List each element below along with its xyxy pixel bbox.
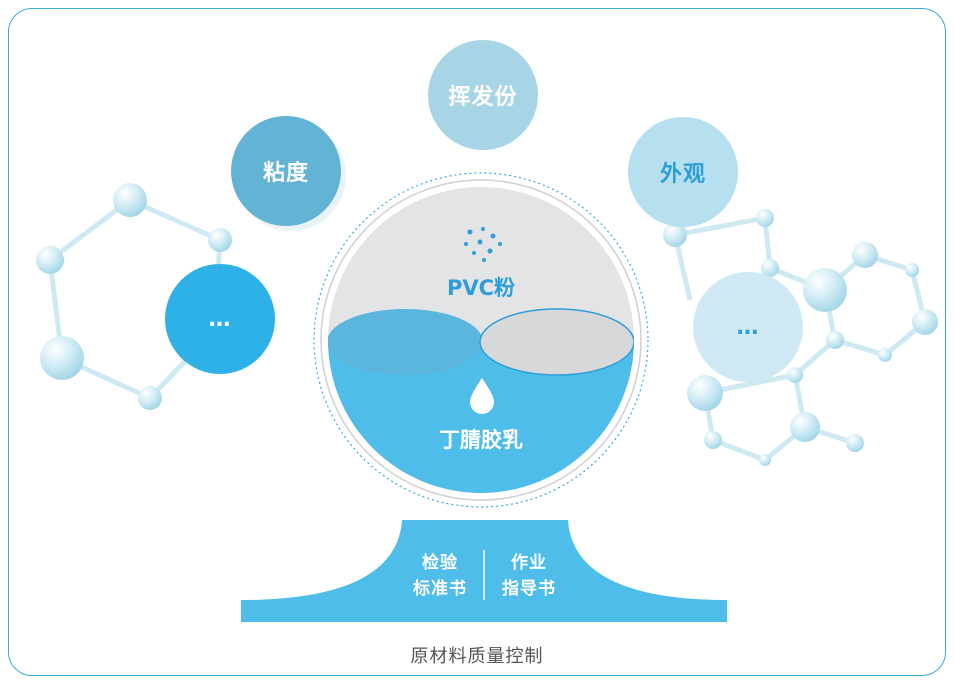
work-line2: 指导书 [502,579,556,599]
inspection-standard-label: 检验 标准书 [398,550,482,602]
atoms-right [663,209,938,466]
diagram-caption: 原材料质量控制 [410,646,544,667]
pvc-powder-label: PVC粉 [446,276,516,300]
work-instruction-label: 作业 指导书 [487,550,571,602]
inspection-line2: 标准书 [413,579,467,599]
bubble-volatile: 挥发份 [428,40,538,150]
powder-icon [464,227,502,262]
drop-icon [470,378,494,414]
inspection-line1: 检验 [422,553,458,573]
bubble-more-left: … [165,264,275,374]
left-ellipse [328,309,483,375]
atoms-left [36,183,232,410]
bubble-viscosity: 粘度 [231,116,341,226]
right-ellipse [479,308,634,376]
center-circle [313,172,649,508]
bubble-more-right: … [693,272,803,382]
frame [8,8,946,676]
nbr-latex-label: 丁腈胶乳 [439,428,523,452]
work-line1: 作业 [511,553,547,573]
bubble-appearance: 外观 [628,117,738,227]
